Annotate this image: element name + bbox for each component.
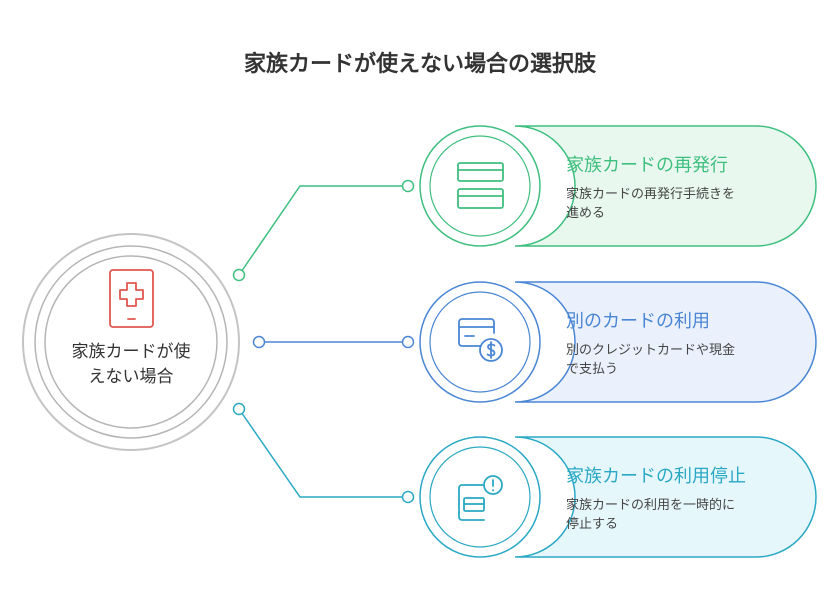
card-alert-icon (458, 475, 503, 521)
option-reissue-title: 家族カードの再発行 (566, 155, 728, 176)
center-label: 家族カードが使 えない場合 (56, 340, 206, 390)
option-suspend-desc: 家族カードの利用を一時的に 停止する (566, 496, 781, 534)
option-other-card-desc: 別のクレジットカードや現金 で支払う (566, 341, 781, 379)
page-title: 家族カードが使えない場合の選択肢 (243, 52, 596, 77)
connector-other-card (252, 335, 415, 349)
connector-suspend (232, 402, 415, 504)
center-node (22, 233, 240, 451)
option-suspend-title: 家族カードの利用停止 (566, 466, 746, 487)
option-reissue-desc-line2: 進める (566, 206, 606, 221)
option-reissue-desc-line1: 家族カードの再発行手続きを (566, 187, 736, 202)
cards-icon (457, 162, 504, 209)
option-suspend-shape (419, 436, 817, 558)
option-other-card-title: 別のカードの利用 (566, 311, 710, 332)
option-other-card-shape (419, 281, 817, 403)
option-reissue-desc: 家族カードの再発行手続きを 進める (566, 185, 781, 223)
option-other-card-desc-line2: で支払う (566, 362, 619, 377)
option-suspend-desc-line2: 停止する (566, 517, 619, 532)
option-other-card-desc-line1: 別のクレジットカードや現金 (566, 343, 736, 358)
connector-reissue (232, 179, 415, 282)
mobile-plus-icon (109, 269, 154, 328)
card-dollar-icon (458, 318, 503, 362)
center-label-line2: えない場合 (88, 367, 174, 387)
option-reissue-shape (419, 125, 817, 247)
option-suspend-desc-line1: 家族カードの利用を一時的に (566, 498, 736, 513)
center-label-line1: 家族カードが使 (71, 342, 191, 362)
